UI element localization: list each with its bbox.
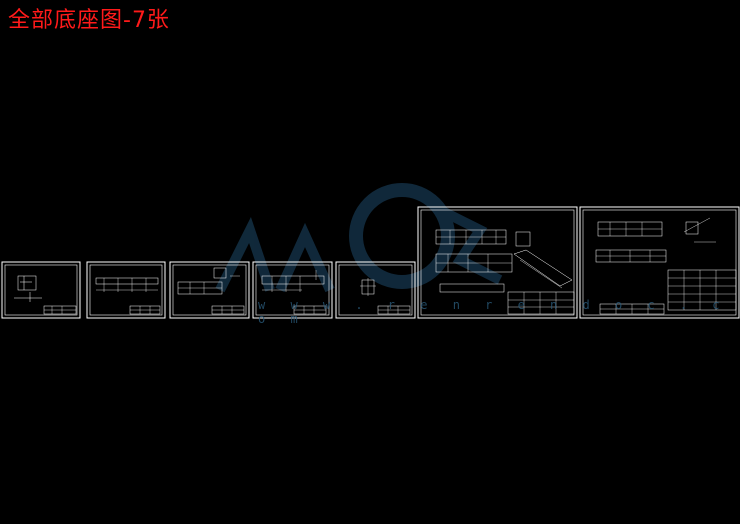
sheet-4[interactable] [252, 261, 333, 319]
page-title: 全部底座图-7张 [8, 8, 170, 33]
sheet-7[interactable] [579, 206, 740, 319]
sheet-3[interactable] [169, 261, 250, 319]
sheet-1[interactable] [1, 261, 81, 319]
sheet-6[interactable] [417, 206, 578, 319]
sheet-2[interactable] [86, 261, 166, 319]
watermark-logo [215, 183, 503, 293]
watermark-text: w w w . r e n r e n d o c . c o m [258, 298, 729, 326]
sheet-5[interactable] [335, 261, 416, 319]
